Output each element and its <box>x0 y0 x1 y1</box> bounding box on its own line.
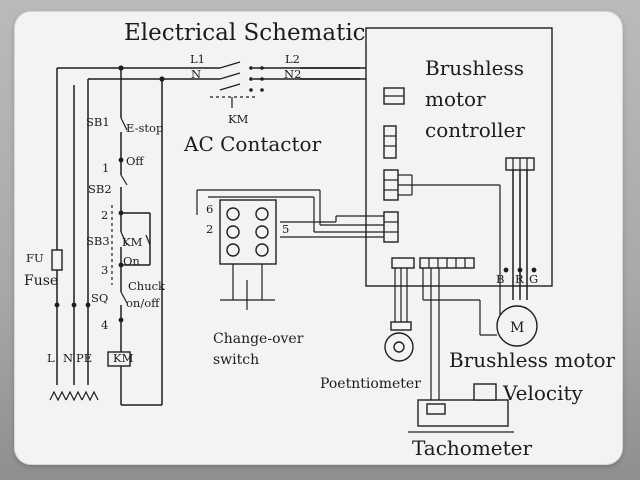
label-n2: N2 <box>284 67 301 81</box>
incoming-lines <box>56 65 207 385</box>
motor-m-label: M <box>510 320 524 336</box>
label-on: On <box>123 254 140 268</box>
label-l: L <box>47 351 55 365</box>
label-3: 3 <box>101 263 108 277</box>
controller-internal-wires <box>398 174 506 336</box>
ac-contactor-label: AC Contactor <box>183 132 322 156</box>
label-sb2: SB2 <box>88 182 112 196</box>
label-l2: L2 <box>285 52 300 66</box>
label-fuse: Fuse <box>24 273 58 289</box>
controller-label-3: controller <box>425 118 525 142</box>
label-km-top: KM <box>228 112 249 126</box>
tachometer-device <box>408 383 514 433</box>
label-fu: FU <box>26 251 44 265</box>
changeover-wires <box>196 189 384 238</box>
velocity-label: Velocity <box>502 381 584 405</box>
label-sq: SQ <box>91 291 108 305</box>
label-5: 5 <box>282 222 289 236</box>
changeover-label-2: switch <box>213 352 259 368</box>
controller-label-1: Brushless <box>425 56 524 80</box>
potentiometer-wires <box>390 268 412 331</box>
label-2: 2 <box>101 208 108 222</box>
label-sb1: SB1 <box>86 115 110 129</box>
tachometer-label: Tachometer <box>412 436 533 460</box>
label-km-coil: KM <box>113 351 134 365</box>
label-1: 1 <box>102 161 109 175</box>
label-sb3: SB3 <box>86 234 110 248</box>
changeover-contacts <box>220 207 275 310</box>
label-off: Off <box>126 154 144 168</box>
label-l1: L1 <box>190 52 205 66</box>
label-onoff: on/off <box>126 296 160 310</box>
label-sw-2: 2 <box>206 222 213 236</box>
changeover-label-1: Change-over <box>213 331 304 347</box>
motor-label: Brushless motor <box>449 348 615 372</box>
label-estop: E-stop <box>126 121 163 135</box>
fuse-symbol <box>51 249 63 271</box>
label-r: R <box>515 272 524 286</box>
label-km-mid: KM <box>122 235 143 249</box>
bottom-terminals <box>49 302 99 402</box>
controller-box <box>365 27 553 287</box>
label-g: G <box>529 272 538 286</box>
motor-symbol <box>496 305 538 347</box>
control-circuit <box>107 68 163 406</box>
label-n-bottom: N <box>63 351 73 365</box>
label-n: N <box>191 67 201 81</box>
controller-label-2: motor <box>425 87 486 111</box>
label-chuck: Chuck <box>128 279 166 293</box>
label-pe: PE <box>76 351 92 365</box>
label-4: 4 <box>101 318 108 332</box>
controller-terminals <box>383 87 535 269</box>
tachometer-wires <box>422 268 497 400</box>
title: Electrical Schematic <box>124 20 366 46</box>
potentiometer-label: Poetntiometer <box>320 376 421 392</box>
label-b: B <box>496 272 504 286</box>
motor-phase-lines <box>503 170 537 300</box>
label-6: 6 <box>206 202 213 216</box>
